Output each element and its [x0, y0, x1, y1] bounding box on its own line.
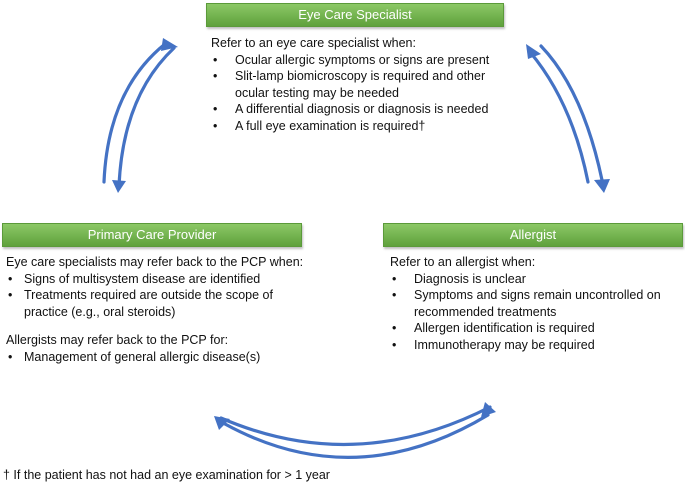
pcp-eye-list: Signs of multisystem disease are identif… [6, 271, 306, 321]
list-item: Treatments required are outside the scop… [6, 287, 306, 320]
arrowhead-icon [481, 402, 496, 417]
allergist-list: Diagnosis is unclear Symptoms and signs … [390, 271, 680, 354]
list-item: Allergen identification is required [390, 320, 680, 337]
list-item: Management of general allergic disease(s… [6, 349, 306, 366]
list-item: A differential diagnosis or diagnosis is… [211, 101, 511, 118]
allergist-to-pcp-arrow [223, 413, 490, 459]
eye-care-intro: Refer to an eye care specialist when: [211, 36, 416, 50]
list-item: Immunotherapy may be required [390, 337, 680, 354]
allergist-header: Allergist [383, 223, 683, 247]
allergist-intro: Refer to an allergist when: [390, 255, 536, 269]
allergist-to-eye-care-arrow [528, 50, 590, 184]
eye-care-criteria: Refer to an eye care specialist when: Oc… [211, 35, 511, 134]
allergist-criteria: Refer to an allergist when: Diagnosis is… [390, 254, 680, 353]
footnote: † If the patient has not had an eye exam… [3, 468, 330, 482]
eye-care-to-allergist-arrow [539, 44, 604, 182]
primary-care-provider-header: Primary Care Provider [2, 223, 302, 247]
arrowhead-icon [214, 416, 230, 430]
pcp-to-allergist-arrow [219, 405, 492, 447]
pcp-eye-intro: Eye care specialists may refer back to t… [6, 255, 304, 269]
pcp-criteria: Eye care specialists may refer back to t… [6, 254, 306, 365]
eye-care-specialist-header: Eye Care Specialist [206, 3, 504, 27]
list-item: Ocular allergic symptoms or signs are pr… [211, 52, 511, 69]
arrowhead-icon [112, 180, 126, 193]
list-item: Diagnosis is unclear [390, 271, 680, 288]
pcp-allergist-intro: Allergists may refer back to the PCP for… [6, 333, 229, 347]
eye-care-to-pcp-arrow [117, 46, 176, 188]
arrowhead-icon [594, 179, 610, 193]
pcp-to-eye-care-arrow [102, 42, 167, 184]
list-item: Symptoms and signs remain uncontrolled o… [390, 287, 680, 320]
arrowhead-icon [161, 38, 178, 51]
list-item: A full eye examination is required† [211, 118, 511, 135]
pcp-allergist-list: Management of general allergic disease(s… [6, 349, 306, 366]
eye-care-list: Ocular allergic symptoms or signs are pr… [211, 52, 511, 135]
arrowhead-icon [526, 44, 541, 59]
list-item: Slit-lamp biomicroscopy is required and … [211, 68, 511, 101]
list-item: Signs of multisystem disease are identif… [6, 271, 306, 288]
